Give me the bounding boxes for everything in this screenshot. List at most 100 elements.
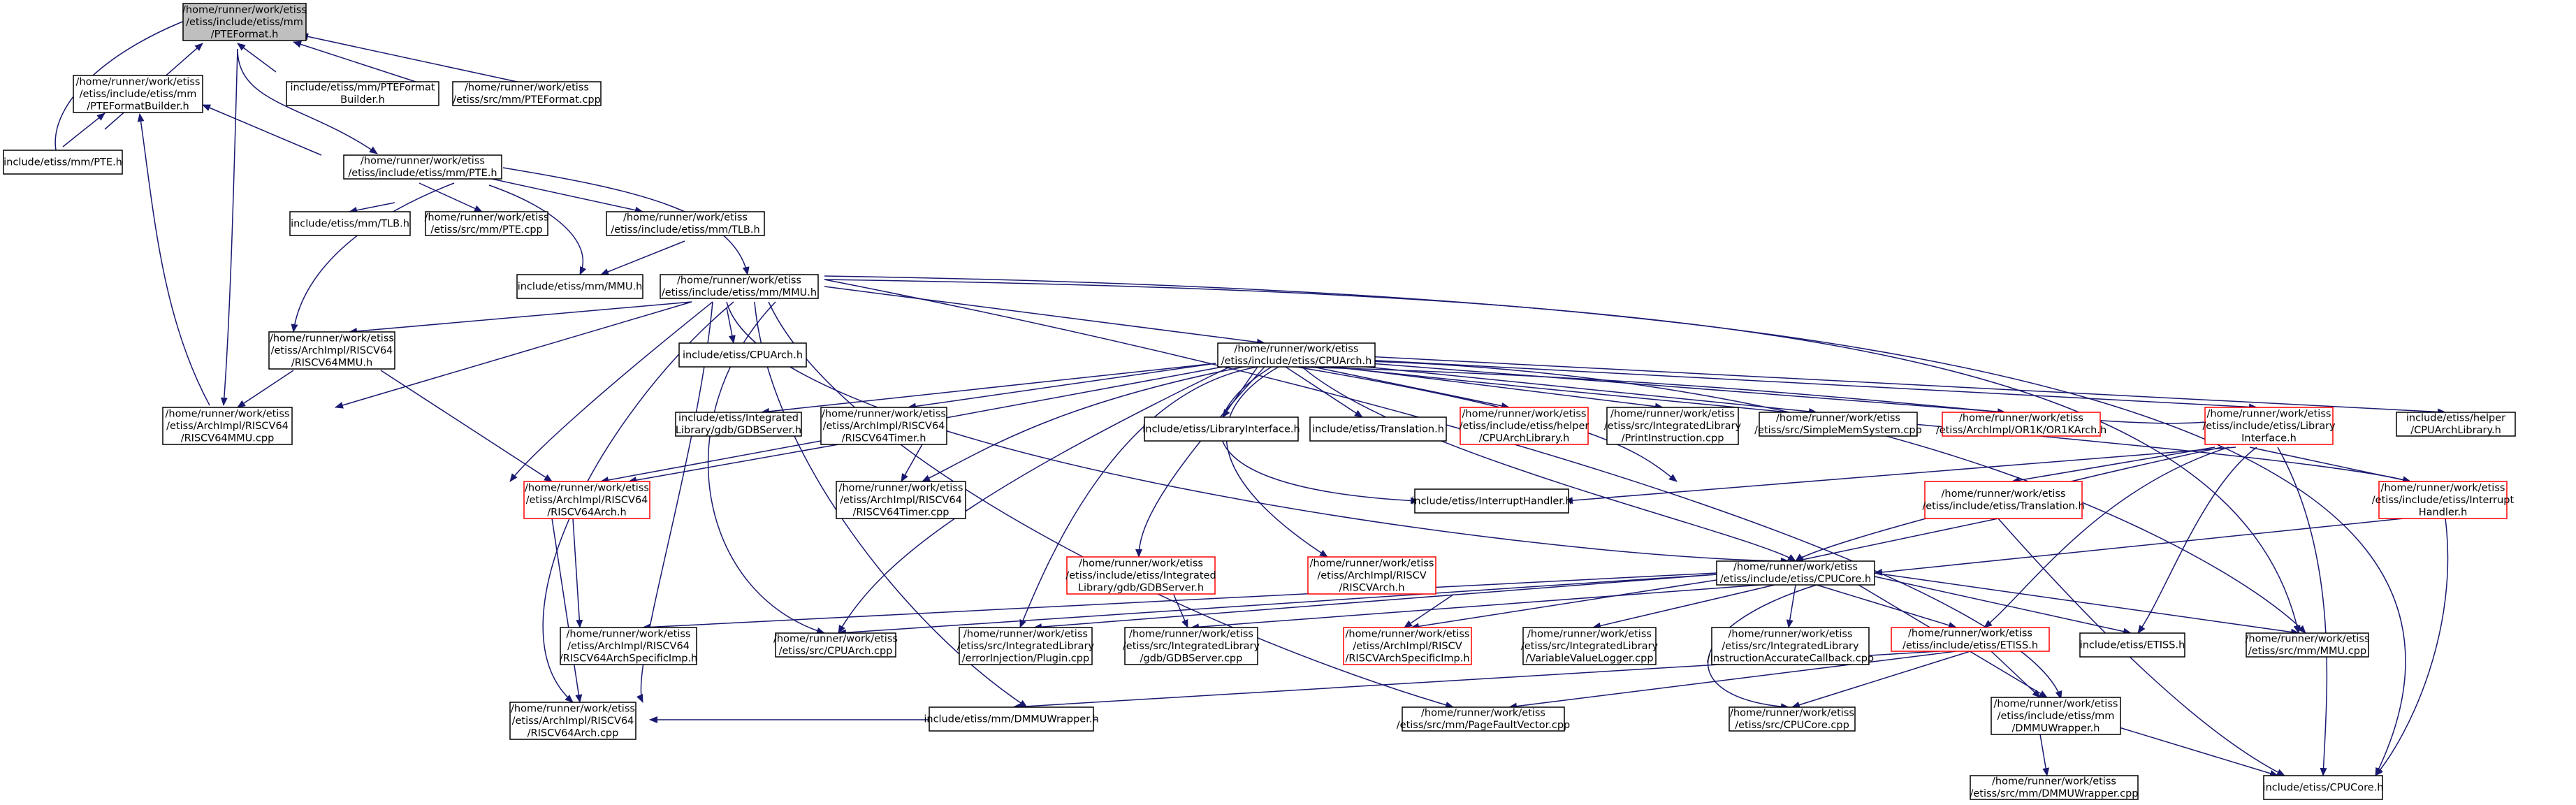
file-node-pteformatbuilder-h[interactable]: /home/runner/work/etiss/etiss/include/et… (73, 75, 203, 113)
file-node-etiss-h[interactable]: /home/runner/work/etiss/etiss/include/et… (1891, 627, 2050, 652)
node-label-line: /etiss/include/etiss/Library (2202, 421, 2336, 432)
node-label-line: Library/gdb/GDBServer.h (1078, 582, 1204, 593)
file-node-printinstruction-cpp[interactable]: /home/runner/work/etiss/etiss/src/Integr… (1604, 407, 1742, 445)
node-label-line: /etiss/include/etiss/mm (186, 17, 303, 28)
file-node-interrupthandler-h[interactable]: /home/runner/work/etiss/etiss/include/et… (2372, 481, 2515, 519)
dependency-edge (291, 182, 455, 333)
file-node-inc-libiface-h[interactable]: include/etiss/LibraryInterface.h (1142, 416, 1300, 442)
file-node-dmmuwrapper-h[interactable]: /home/runner/work/etiss/etiss/include/et… (1991, 697, 2121, 735)
node-label-line: /home/runner/work/etiss (1994, 698, 2118, 709)
file-node-src-pteformat-cpp[interactable]: /home/runner/work/etiss/etiss/src/mm/PTE… (452, 81, 602, 106)
file-node-libiface-h[interactable]: /home/runner/work/etiss/etiss/include/et… (2202, 407, 2336, 445)
file-node-simplememsystem-cpp[interactable]: /home/runner/work/etiss/etiss/src/Simple… (1754, 412, 1922, 437)
node-label-line: Interface.h (2241, 433, 2297, 444)
node-label-line: /etiss/src/mm/PTE.cpp (430, 224, 542, 235)
file-node-inc-helper-cpuarchlib-h[interactable]: include/etiss/helper/CPUArchLibrary.h (2396, 412, 2516, 437)
file-node-instructionaccurate-cpp[interactable]: /home/runner/work/etiss/etiss/src/Integr… (1707, 627, 1874, 665)
node-label-line: /etiss/ArchImpl/RISCV64 (271, 345, 393, 356)
file-node-inc-dmmuwrapper-h[interactable]: include/etiss/mm/DMMUWrapper.h (924, 706, 1099, 732)
node-box (675, 412, 802, 437)
file-node-inc-translation-h[interactable]: include/etiss/Translation.h (1309, 416, 1447, 442)
node-label-line: /RISCV64Arch.h (547, 507, 626, 518)
file-nodes: /home/runner/work/etiss/etiss/include/et… (3, 3, 2516, 800)
file-node-src-pte-cpp[interactable]: /home/runner/work/etiss/etiss/src/mm/PTE… (425, 211, 549, 236)
dependency-edge (628, 444, 839, 484)
dependency-edge (838, 574, 1717, 637)
file-node-src-cpuarch-cpp[interactable]: /home/runner/work/etiss/etiss/src/CPUArc… (773, 632, 898, 658)
node-label-line: /home/runner/work/etiss (182, 4, 307, 15)
file-node-pte-h[interactable]: /home/runner/work/etiss/etiss/include/et… (343, 154, 502, 180)
file-node-rv64arch-cpp[interactable]: /home/runner/work/etiss/etiss/ArchImpl/R… (509, 702, 636, 740)
file-node-inc-cpucore-h[interactable]: include/etiss/CPUCore.h (2263, 775, 2384, 800)
node-label-line: /PTEFormatBuilder.h (87, 101, 189, 112)
file-node-inc-mmu-h[interactable]: include/etiss/mm/MMU.h (516, 274, 643, 299)
dependency-edge (824, 275, 2406, 776)
file-node-errorinjection-cpp[interactable]: /home/runner/work/etiss/etiss/src/Integr… (957, 627, 1095, 665)
file-node-inc-gdbserver-h[interactable]: include/etiss/IntegratedLibrary/gdb/GDBS… (675, 412, 802, 437)
node-label-line: /etiss/src/IntegratedLibrary (957, 641, 1095, 652)
file-node-inc-tlb-h[interactable]: include/etiss/mm/TLB.h (289, 211, 411, 236)
file-node-inc-etiss-h[interactable]: include/etiss/ETISS.h (2079, 632, 2185, 658)
dependency-edge (1508, 651, 1957, 710)
node-box (509, 702, 636, 740)
file-node-rv64mmu-h[interactable]: /home/runner/work/etiss/etiss/ArchImpl/R… (268, 331, 395, 370)
file-node-mmu-h[interactable]: /home/runner/work/etiss/etiss/include/et… (660, 274, 819, 299)
node-label-line: /home/runner/work/etiss (1462, 408, 1587, 419)
node-label-line: /RISCV64ArchSpecificImp.h (560, 653, 698, 664)
dependency-edge (1874, 576, 2132, 635)
file-node-gdbserver-h[interactable]: /home/runner/work/etiss/etiss/include/et… (1065, 556, 1216, 595)
file-node-helper-cpuarchlib-h[interactable]: /home/runner/work/etiss/etiss/include/et… (1460, 407, 1589, 445)
file-node-inc-pteformatbuilder[interactable]: include/etiss/mm/PTEFormatBuilder.h (286, 81, 439, 106)
file-node-gdbserver-cpp[interactable]: /home/runner/work/etiss/etiss/src/Integr… (1123, 627, 1260, 665)
node-box (1716, 560, 1875, 586)
file-node-riscvarchspecific-cpp[interactable]: /home/runner/work/etiss/etiss/ArchImpl/R… (1343, 627, 1472, 665)
file-node-pteformat-h[interactable]: /home/runner/work/etiss/etiss/include/et… (182, 3, 307, 41)
dependency-edge (1222, 366, 1258, 418)
node-label-line: /DMMUWrapper.h (2012, 723, 2100, 734)
node-box (1606, 407, 1739, 445)
file-node-riscvarch-h[interactable]: /home/runner/work/etiss/etiss/ArchImpl/R… (1307, 556, 1436, 595)
file-node-cpucore-h[interactable]: /home/runner/work/etiss/etiss/include/et… (1716, 560, 1875, 586)
node-box (1759, 412, 1918, 437)
dependency-edge (551, 518, 583, 703)
file-node-rv64timer-h[interactable]: /home/runner/work/etiss/etiss/ArchImpl/R… (820, 407, 947, 445)
node-label-line: /home/runner/work/etiss (361, 156, 485, 167)
node-label-line: /etiss/src/CPUArch.cpp (779, 646, 893, 657)
file-node-pagefaultvector-cpp[interactable]: /home/runner/work/etiss/etiss/src/mm/Pag… (1397, 706, 1570, 732)
file-node-rv64arch-h[interactable]: /home/runner/work/etiss/etiss/ArchImpl/R… (523, 481, 650, 519)
node-label-line: /home/runner/work/etiss (963, 628, 1088, 639)
dependency-edge (1874, 572, 2299, 636)
file-node-variablevaluelogger-cpp[interactable]: /home/runner/work/etiss/etiss/src/Integr… (1521, 627, 1659, 665)
file-node-src-cpucore-cpp[interactable]: /home/runner/work/etiss/etiss/src/CPUCor… (1729, 706, 1856, 732)
node-box (2246, 632, 2369, 658)
node-label-line: /etiss/include/etiss/CPUArch.h (1221, 356, 1372, 367)
node-label-line: /RISCV64Arch.cpp (527, 727, 619, 739)
file-node-src-mmu-cpp[interactable]: /home/runner/work/etiss/etiss/src/mm/MMU… (2246, 632, 2370, 658)
node-box (452, 81, 602, 106)
file-node-rv64archspecific-cpp[interactable]: /home/runner/work/etiss/etiss/ArchImpl/R… (560, 627, 698, 665)
dependency-edge (1297, 359, 2306, 634)
node-box (929, 706, 1094, 732)
dependency-edge (901, 444, 923, 482)
node-box (1343, 627, 1472, 665)
node-label-line: /home/runner/work/etiss (1235, 344, 1359, 355)
file-node-translation-h[interactable]: /home/runner/work/etiss/etiss/include/et… (1922, 481, 2085, 519)
dependency-edge (1707, 584, 1817, 711)
dependency-edge (220, 48, 238, 406)
file-node-rv64mmu-cpp[interactable]: /home/runner/work/etiss/etiss/ArchImpl/R… (162, 407, 293, 445)
file-node-or1karch-h[interactable]: /home/runner/work/etiss/etiss/ArchImpl/O… (1936, 412, 2106, 437)
node-box (1144, 416, 1299, 442)
file-node-inc-cpuarch-h[interactable]: include/etiss/CPUArch.h (678, 342, 807, 368)
file-node-rv64timer-cpp[interactable]: /home/runner/work/etiss/etiss/ArchImpl/R… (836, 481, 966, 519)
dependency-edge (824, 286, 1265, 346)
file-node-dmmuwrapper-cpp[interactable]: /home/runner/work/etiss/etiss/src/mm/DMM… (1970, 775, 2139, 800)
file-node-tlb-h[interactable]: /home/runner/work/etiss/etiss/include/et… (606, 211, 765, 236)
node-label-line: /CPUArchLibrary.h (2410, 425, 2501, 436)
node-box (1066, 556, 1216, 595)
file-node-inc-interrupthandler-h[interactable]: include/etiss/InterruptHandler.h (1411, 488, 1572, 514)
file-node-cpuarch-h[interactable]: /home/runner/work/etiss/etiss/include/et… (1217, 342, 1376, 368)
file-node-inc-pte-h[interactable]: include/etiss/mm/PTE.h (3, 150, 123, 175)
node-label-line: include/etiss/mm/PTE.h (3, 157, 122, 168)
dependency-edge (761, 363, 1216, 415)
node-box (1891, 627, 2050, 652)
